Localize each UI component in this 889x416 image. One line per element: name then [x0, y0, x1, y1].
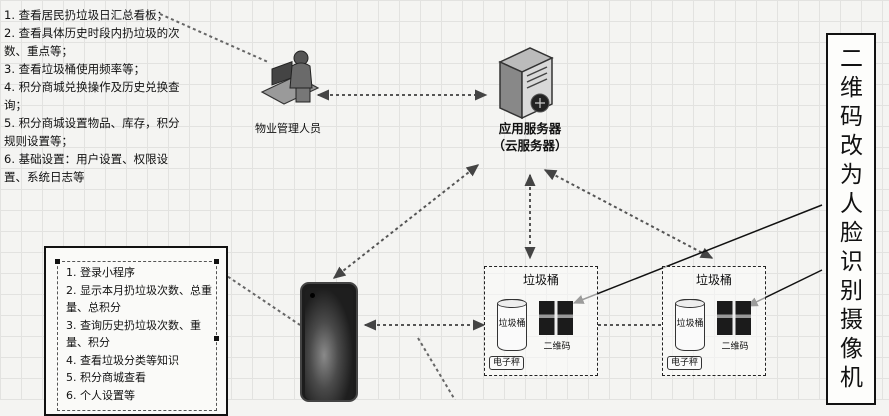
camera-annotation-box: 二维码改为人脸识别摄像机 — [826, 33, 876, 405]
server-label-line2: （云服务器） — [492, 138, 568, 153]
qr-label: 二维码 — [721, 342, 749, 352]
bin-text: 垃圾桶 — [498, 319, 526, 329]
admin-label: 物业管理人员 — [255, 122, 321, 135]
app-note: 1. 登录小程序 — [66, 266, 135, 279]
bin-text: 垃圾桶 — [676, 319, 704, 329]
selection-handle — [214, 336, 219, 341]
admin-note: 2. 查看具体历史时段内扔垃圾的次数、重点等； — [4, 26, 180, 58]
scale-label: 电子秤 — [489, 356, 525, 370]
app-note: 5. 积分商城查看 — [66, 371, 146, 384]
server-label-line1: 应用服务器 — [498, 121, 562, 136]
admin-note: 5. 积分商城设置物品、库存，积分规则设置等； — [4, 116, 180, 148]
link-camera-qr1 — [572, 204, 823, 304]
connection-lines — [159, 13, 823, 400]
mini-program-panel: 1. 登录小程序 2. 显示本月扔垃圾次数、总重量、总积分 3. 查询历史扔垃圾… — [44, 246, 228, 416]
smartphone-icon — [300, 282, 358, 402]
bin-group-title: 垃圾桶 — [522, 273, 559, 287]
qr-code-icon — [717, 301, 751, 335]
admin-note: 4. 积分商城兑换操作及历史兑换查询； — [4, 80, 180, 112]
qr-code-icon — [539, 301, 573, 335]
admin-note: 6. 基础设置：用户设置、权限设置、系统日志等 — [4, 152, 169, 184]
app-note: 2. 显示本月扔垃圾次数、总重量、总积分 — [66, 283, 212, 315]
camera-annotation-text: 二维码改为人脸识别摄像机 — [840, 46, 863, 391]
bin-group-title: 垃圾桶 — [695, 273, 732, 287]
server-label: 应用服务器 （云服务器） — [470, 120, 590, 154]
admin-function-notes: 1. 查看居民扔垃圾日汇总看板； 2. 查看具体历史时段内扔垃圾的次数、重点等；… — [4, 6, 186, 186]
admin-workstation-icon — [260, 50, 320, 105]
link-server-bin2 — [543, 169, 714, 259]
link-server-phone — [332, 164, 480, 279]
admin-note: 1. 查看居民扔垃圾日汇总看板； — [4, 8, 169, 22]
selection-handle — [214, 259, 219, 264]
trash-bin-icon: 垃圾桶 — [675, 299, 705, 351]
link-phone-down — [417, 337, 456, 400]
link-app-phone — [217, 269, 301, 326]
phone-screen — [305, 288, 353, 400]
scale-label: 电子秤 — [667, 356, 703, 370]
mini-program-notes: 1. 登录小程序 2. 显示本月扔垃圾次数、总重量、总积分 3. 查询历史扔垃圾… — [66, 264, 214, 404]
mini-program-notes-frame: 1. 登录小程序 2. 显示本月扔垃圾次数、总重量、总积分 3. 查询历史扔垃圾… — [55, 259, 219, 411]
app-note: 6. 个人设置等 — [66, 388, 135, 402]
selection-handle — [55, 259, 60, 264]
trash-bin-icon: 垃圾桶 — [497, 299, 527, 351]
trash-bin-group-1: 垃圾桶 垃圾桶 二维码 电子秤 — [484, 266, 598, 376]
app-note: 3. 查询历史扔垃圾次数、重量、积分 — [66, 318, 201, 350]
link-notes-to-admin — [159, 13, 269, 63]
server-icon — [498, 47, 554, 120]
trash-bin-group-2: 垃圾桶 垃圾桶 二维码 电子秤 — [662, 266, 766, 376]
admin-note: 3. 查看垃圾桶使用频率等； — [4, 62, 146, 76]
qr-label: 二维码 — [543, 342, 571, 352]
app-note: 4. 查看垃圾分类等知识 — [66, 353, 179, 367]
phone-camera — [310, 293, 315, 298]
